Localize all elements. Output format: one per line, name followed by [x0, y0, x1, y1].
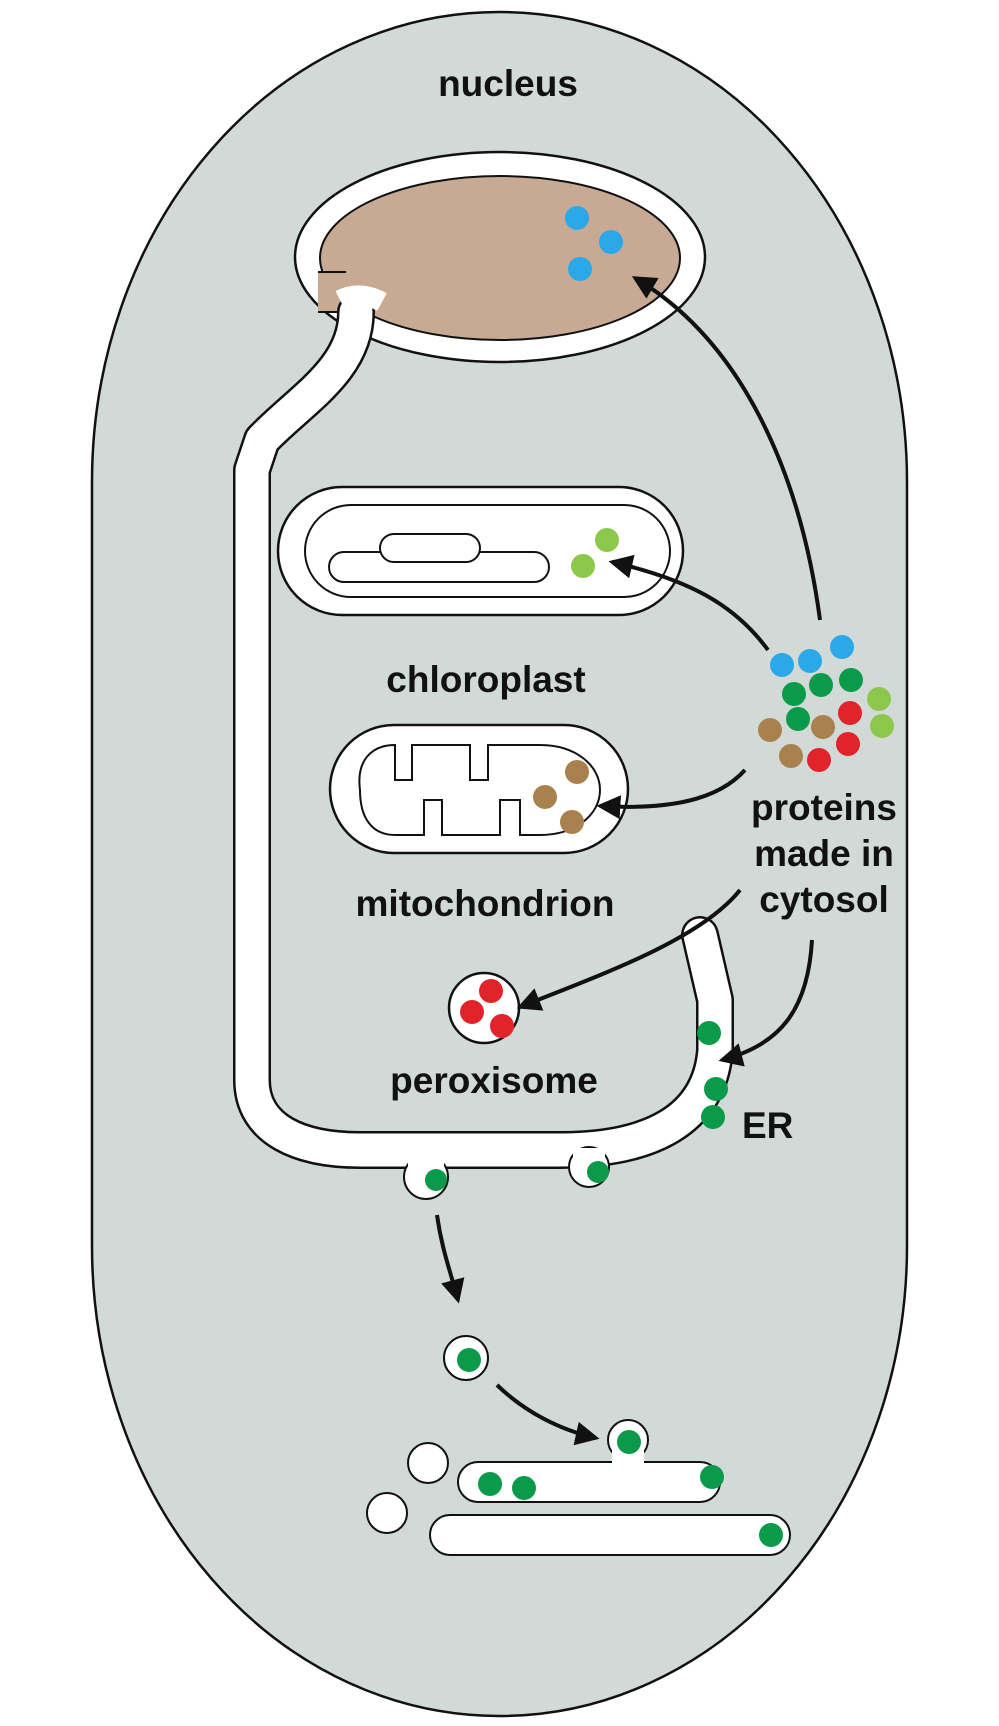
thylakoid [379, 533, 481, 563]
cristae [358, 743, 602, 836]
nuclear-proteins [565, 206, 623, 281]
nuclear-protein-dot [568, 257, 592, 281]
nucleus [293, 150, 707, 364]
cell-cytosol [90, 10, 909, 1718]
transport-vesicles [366, 1335, 489, 1534]
proteins-label-line1: proteins [751, 787, 897, 828]
cytosolic-protein-cluster [758, 635, 894, 772]
arrow-to-chloroplast [608, 554, 770, 652]
nucleus-interior [319, 175, 681, 341]
nuclear-protein-dot [565, 206, 589, 230]
sorting-arrows [435, 276, 822, 1446]
arrow-to-golgi [495, 1383, 600, 1446]
mitochondrion [328, 723, 630, 855]
nuclear-protein-dot [599, 230, 623, 254]
chloroplast-label: chloroplast [386, 659, 585, 700]
arrow-to-mitochondrion [596, 768, 747, 820]
empty-vesicle [407, 1442, 449, 1484]
chloroplast [276, 485, 685, 617]
proteins-label-line2: made in [754, 833, 894, 874]
arrow-to-nucleus [631, 276, 822, 621]
arrow-to-peroxisome [516, 888, 742, 1011]
er-label: ER [742, 1105, 793, 1146]
proteins-label-line3: cytosol [759, 879, 889, 920]
mitochondrial-proteins [533, 760, 589, 834]
peroxisomal-proteins [460, 979, 514, 1038]
empty-vesicle [366, 1492, 408, 1534]
golgi-cisterna [429, 1514, 791, 1556]
arrow-to-vesicle [435, 1214, 465, 1304]
chloroplast-proteins [571, 528, 619, 578]
arrow-to-er [718, 939, 814, 1067]
nucleus-label: nucleus [438, 63, 578, 104]
mitochondrion-label: mitochondrion [356, 883, 615, 924]
er-proteins [425, 1021, 783, 1547]
peroxisome-label: peroxisome [390, 1060, 598, 1101]
